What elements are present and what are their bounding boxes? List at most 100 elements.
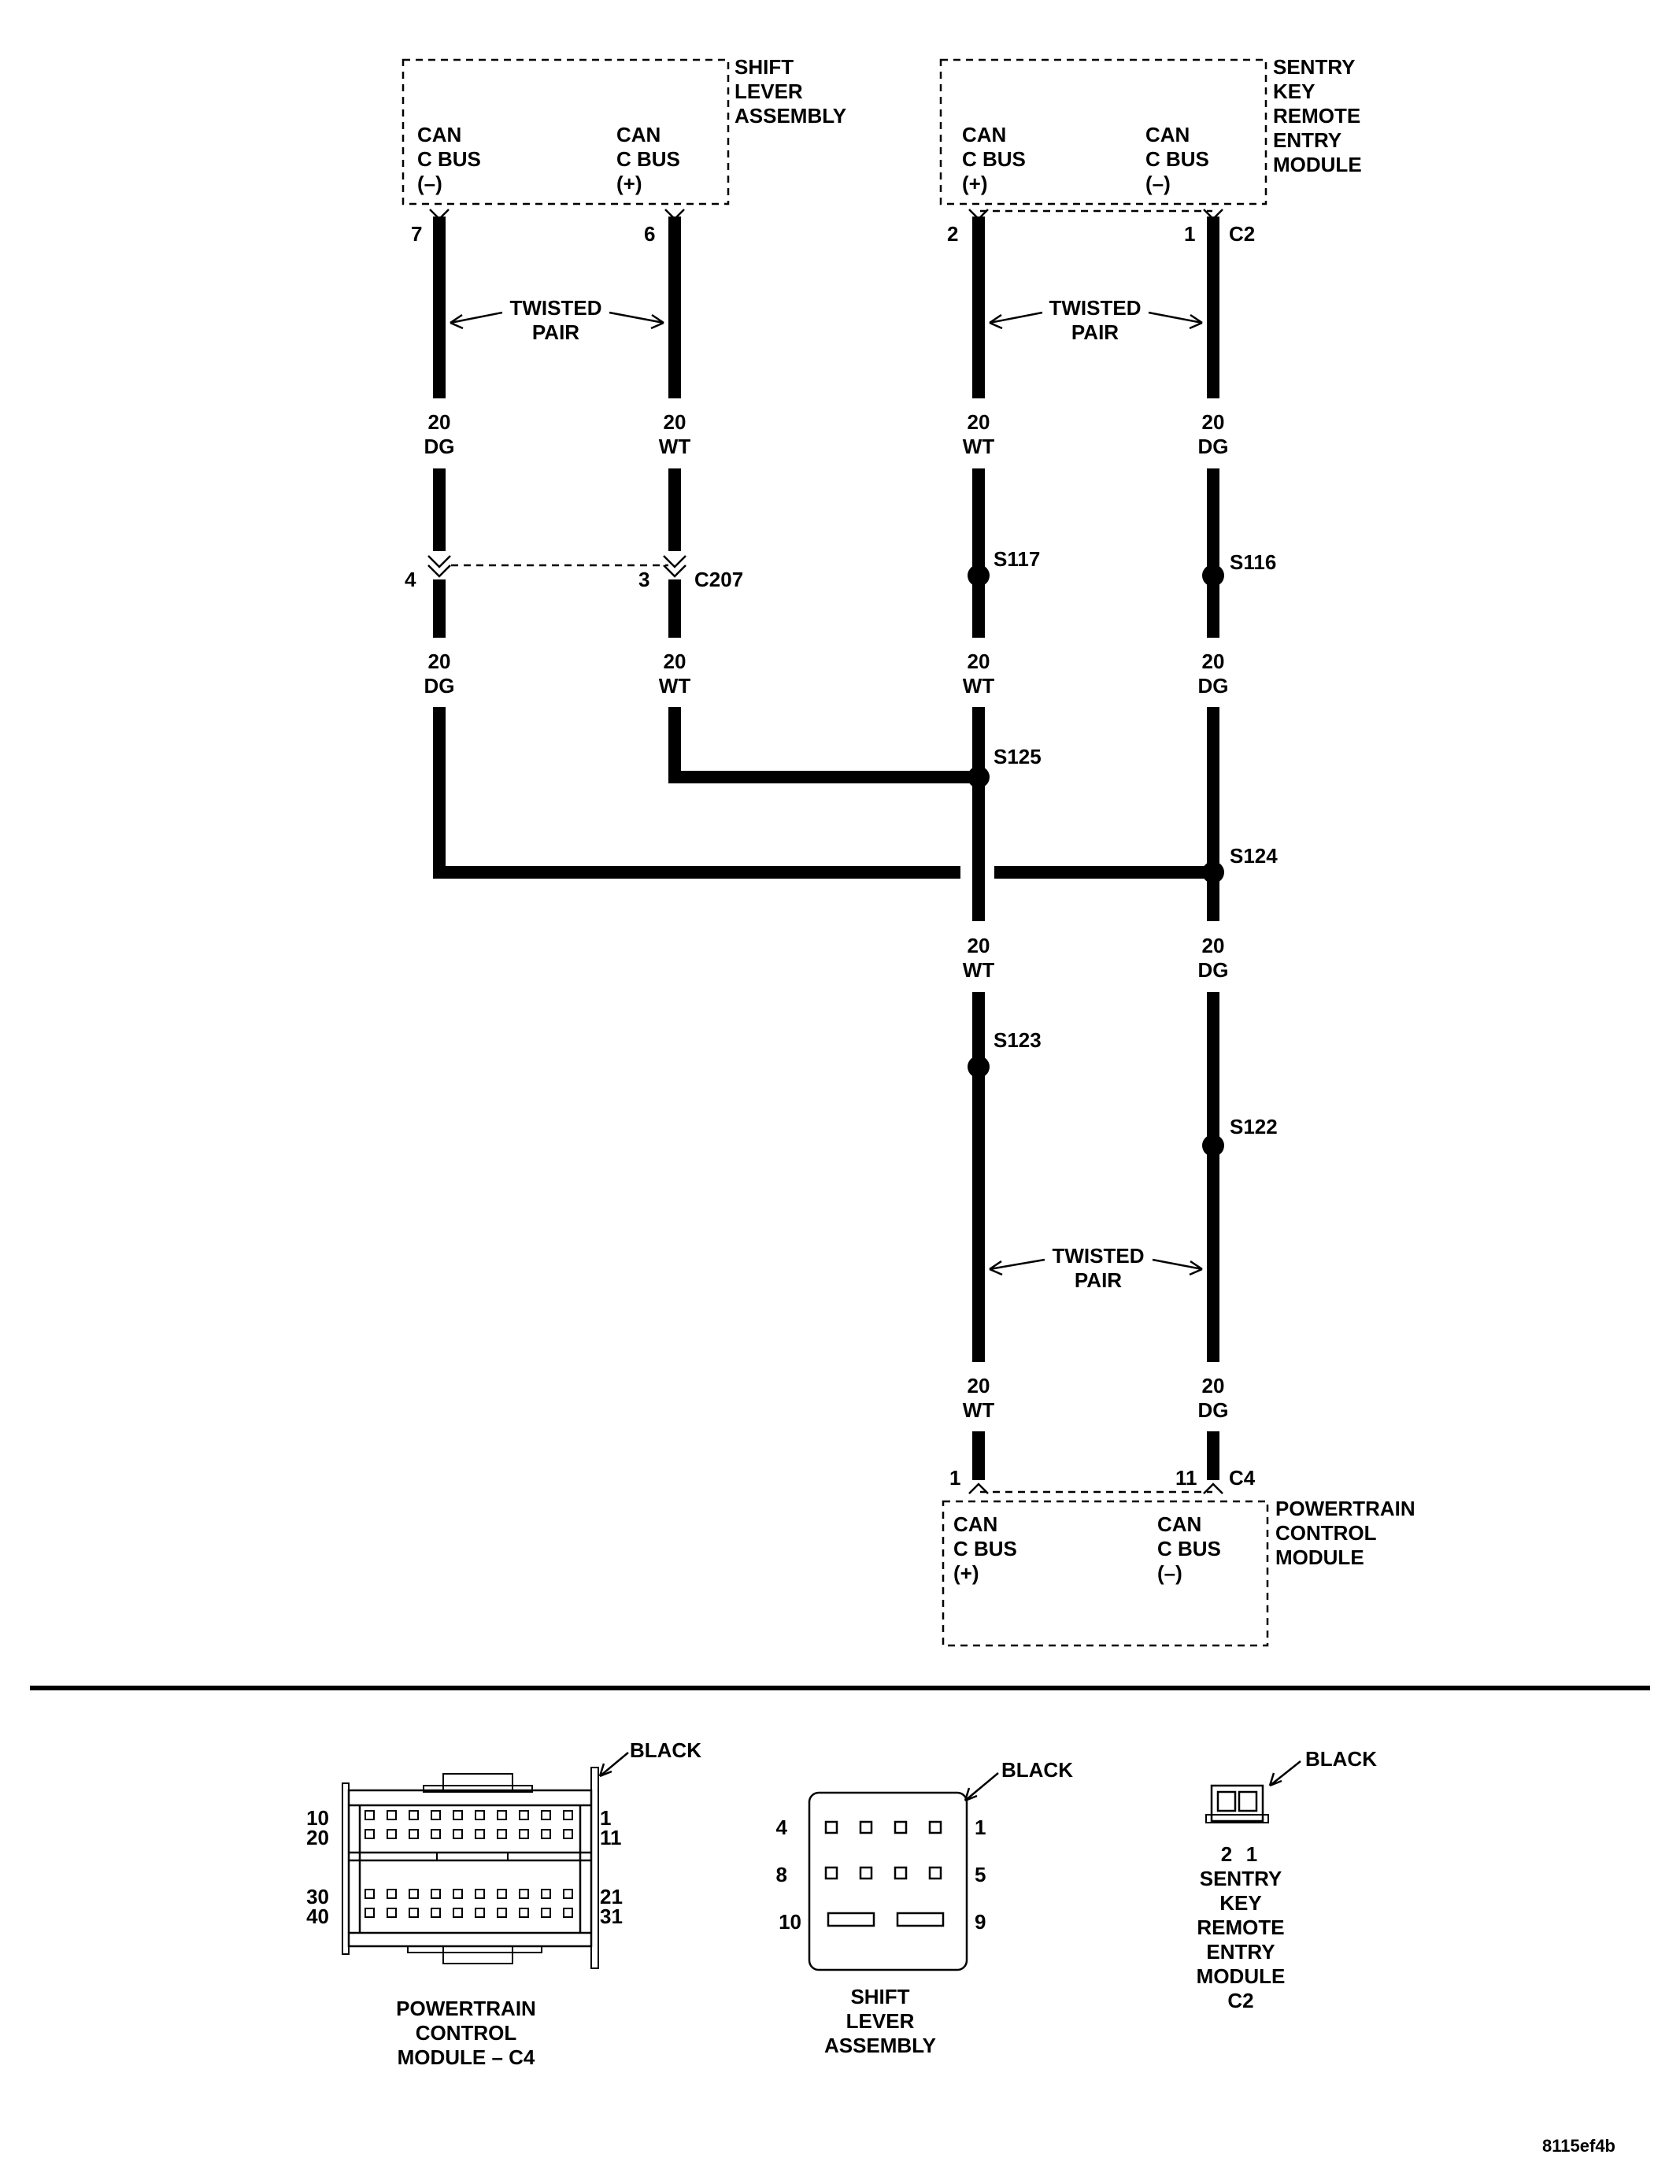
- shift-cavity: [928, 1866, 942, 1880]
- shift-pin6-func-3: (+): [616, 172, 642, 195]
- pcm-pin-label-1: 1: [600, 1806, 611, 1830]
- pcm-title-1: POWERTRAIN: [1275, 1497, 1415, 1520]
- skrem-pin-label-2: 2: [1221, 1842, 1232, 1866]
- pcm-color-leader: [598, 1752, 629, 1778]
- shift-lever-title-3: ASSEMBLY: [735, 104, 846, 128]
- twisted-pair-arrow: [1152, 1258, 1203, 1276]
- pcm-cavity: [563, 1829, 573, 1839]
- pin-number-2: 2: [947, 222, 958, 246]
- twisted-pair-arrow: [609, 311, 664, 330]
- pcm-cavity: [453, 1829, 463, 1839]
- wire-wt-shift-4: [668, 707, 979, 783]
- skrem-title-3: REMOTE: [1273, 104, 1360, 128]
- pcm-title-3: MODULE: [1275, 1545, 1364, 1569]
- pcm-title-2: CONTROL: [1275, 1521, 1377, 1545]
- skrem-c2-connector-view: BLACK 2 1 SENTRY KEY REMOTE ENTRY MODULE…: [1197, 1747, 1378, 2012]
- twisted-pair-label-2b: PAIR: [1071, 320, 1119, 344]
- pcm-cavity: [431, 1908, 441, 1918]
- shift-cavity: [824, 1820, 838, 1834]
- pcm-cavity: [519, 1829, 529, 1839]
- shift-pin6-terminal: [664, 209, 685, 220]
- pin-number-7: 7: [411, 222, 422, 246]
- shift-lever-connector-view: 4 8 10 1 5 9 BLACK SHIFT LEVER ASSEMBLY: [776, 1758, 1074, 2057]
- shift-lever-assembly-module: SHIFT LEVER ASSEMBLY CAN C BUS (–) CAN C…: [401, 55, 846, 205]
- pcm-cavity: [453, 1810, 463, 1820]
- twisted-pair-arrow: [989, 311, 1043, 330]
- pcm-cavity: [475, 1889, 485, 1899]
- pcm-connector-left-ear: [342, 1782, 350, 1955]
- pcm-pin1-func-1: CAN: [953, 1512, 997, 1536]
- pcm-cavity: [563, 1908, 573, 1918]
- pcm-caption-3: MODULE – C4: [398, 2045, 535, 2069]
- pcm-pin-label-31: 31: [600, 1905, 623, 1928]
- pcm-cavity: [387, 1908, 397, 1918]
- wire-label-gauge: 20: [664, 650, 686, 673]
- pcm-pin11-func-1: CAN: [1157, 1512, 1201, 1536]
- powertrain-control-module: POWERTRAIN CONTROL MODULE CAN C BUS (+) …: [942, 1497, 1415, 1647]
- pcm-pin-label-20: 20: [306, 1826, 329, 1849]
- shift-caption-1: SHIFT: [850, 1985, 909, 2008]
- pcm-pin-label-11: 11: [600, 1826, 622, 1849]
- skrem-caption-2: KEY: [1219, 1891, 1261, 1915]
- wire-label-color: WT: [963, 1398, 995, 1422]
- pcm-cavity: [519, 1810, 529, 1820]
- shift-lever-title-2: LEVER: [735, 80, 803, 103]
- splice-s125-label: S125: [994, 745, 1042, 768]
- c207-label: C207: [694, 568, 743, 591]
- shift-caption-3: ASSEMBLY: [824, 2034, 936, 2057]
- wire-label-color: DG: [1198, 1398, 1229, 1422]
- pcm-cavity: [409, 1829, 419, 1839]
- shift-pin-label-10: 10: [779, 1910, 801, 1934]
- skrem-pin2-func-2: C BUS: [962, 147, 1026, 171]
- wire-label-color: DG: [424, 674, 455, 698]
- pcm-cavity: [563, 1810, 573, 1820]
- pcm-pin11-func-2: C BUS: [1157, 1537, 1221, 1560]
- splice-s124-dot: [1202, 861, 1224, 883]
- pcm-cavity: [387, 1829, 397, 1839]
- wire-label-color: WT: [963, 435, 995, 458]
- skrem-pin1-func-1: CAN: [1145, 123, 1190, 146]
- pcm-cavity: [541, 1908, 551, 1918]
- shift-pin7-terminal: [429, 209, 450, 220]
- pcm-caption-1: POWERTRAIN: [396, 1997, 536, 2020]
- skrem-title-5: MODULE: [1273, 153, 1362, 176]
- shift-pin7-func-3: (–): [417, 172, 442, 195]
- pcm-cavity: [453, 1908, 463, 1918]
- wire-label-gauge: 20: [664, 410, 686, 434]
- twisted-pair-label-3a: TWISTED: [1053, 1244, 1145, 1268]
- pcm-cavity: [497, 1908, 507, 1918]
- splice-s116-label: S116: [1230, 550, 1276, 574]
- pcm-cavity: [409, 1810, 419, 1820]
- pcm-pin-label-10: 10: [306, 1806, 329, 1830]
- twisted-pair-annotations: TWISTED PAIR TWISTED PAIR TWISTED PAIR: [450, 296, 1203, 1292]
- pcm-cavity: [364, 1810, 375, 1820]
- shift-pin-label-8: 8: [776, 1863, 787, 1886]
- pcm-cavity: [519, 1889, 529, 1899]
- pcm-box: [942, 1500, 1269, 1647]
- pcm-cavity: [497, 1889, 507, 1899]
- pcm-connector-latch-top: [442, 1773, 513, 1792]
- sentry-key-remote-entry-module: SENTRY KEY REMOTE ENTRY MODULE CAN C BUS…: [939, 55, 1362, 205]
- skrem-caption-4: ENTRY: [1206, 1940, 1275, 1964]
- pcm-cavity: [409, 1889, 419, 1899]
- pcm-cavity: [519, 1908, 529, 1918]
- shift-lever-box: [401, 58, 730, 205]
- skrem-title-4: ENTRY: [1273, 128, 1341, 152]
- pcm-pin-label-30: 30: [306, 1885, 329, 1908]
- shift-color-leader: [964, 1772, 999, 1802]
- wire-label-gauge: 20: [968, 650, 990, 673]
- skrem-pin2-terminal: [968, 209, 989, 220]
- shift-caption-2: LEVER: [846, 2009, 915, 2033]
- pcm-cavity: [453, 1889, 463, 1899]
- pcm-cavity: [541, 1889, 551, 1899]
- splice-s123-dot: [968, 1056, 990, 1078]
- skrem-caption-6: C2: [1227, 1989, 1253, 2012]
- connector-c4-label: C4: [1229, 1466, 1256, 1490]
- twisted-pair-label-2a: TWISTED: [1049, 296, 1142, 320]
- splice-s123-label: S123: [994, 1028, 1042, 1052]
- pcm-connector-right-ear: [590, 1767, 599, 1969]
- pcm-cavity: [475, 1829, 485, 1839]
- wire-label-gauge: 20: [968, 934, 990, 957]
- shift-cavity: [859, 1866, 873, 1880]
